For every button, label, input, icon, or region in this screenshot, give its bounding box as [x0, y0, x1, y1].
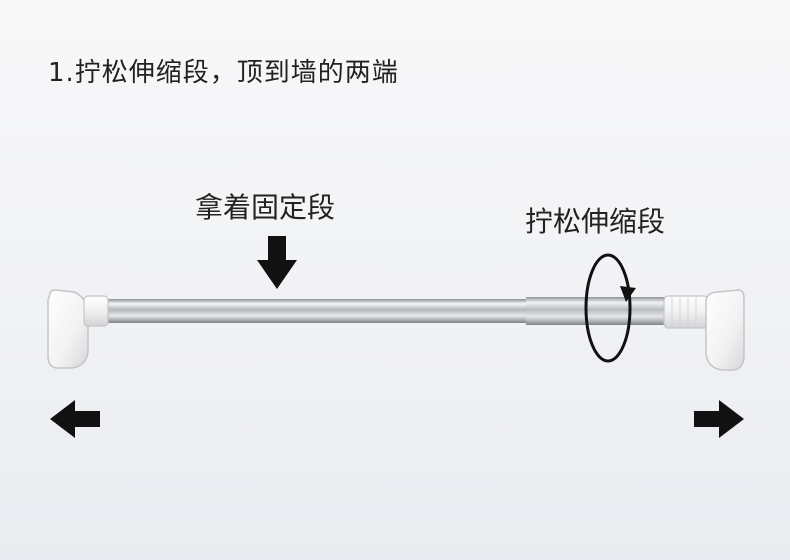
label-fixed-segment: 拿着固定段	[195, 191, 336, 224]
arrow-right-icon	[694, 400, 744, 438]
label-twist-segment: 拧松伸缩段	[525, 205, 666, 238]
right-end-cap	[663, 289, 745, 371]
step-title: 1.拧松伸缩段，顶到墙的两端	[48, 58, 399, 88]
arrow-left-icon	[50, 400, 100, 438]
arrow-down-icon	[257, 236, 297, 289]
telescopic-segment-tube	[526, 297, 671, 325]
fixed-segment-tube	[100, 299, 530, 323]
rotate-icon	[584, 253, 636, 363]
left-end-cap	[47, 289, 109, 369]
